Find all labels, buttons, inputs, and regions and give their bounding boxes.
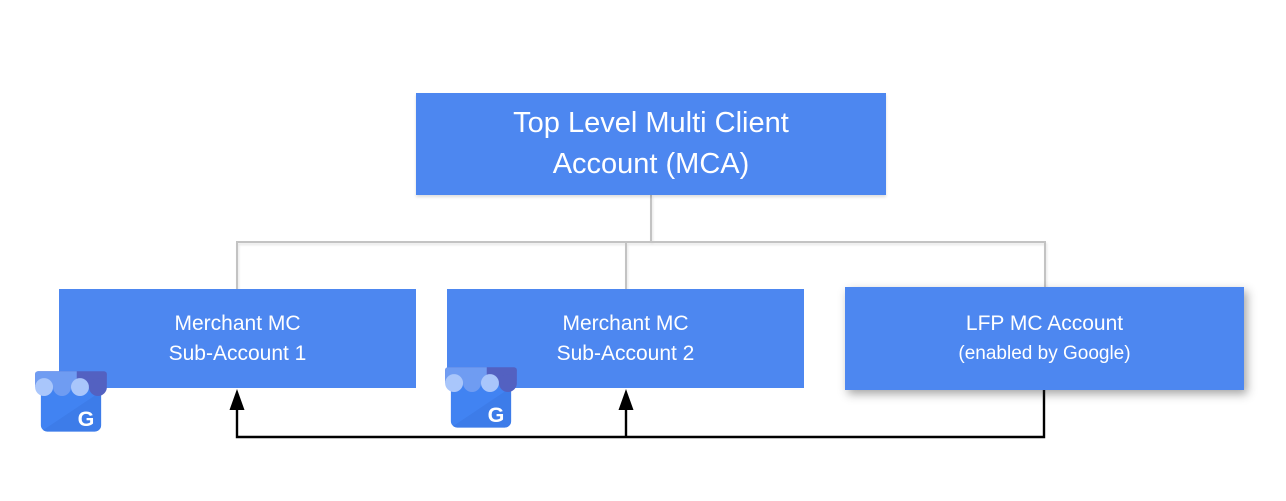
node-label-line: LFP MC Account <box>965 311 1124 335</box>
node-label-line: Merchant MC <box>562 311 689 335</box>
arrowhead-to-child-2 <box>618 389 634 410</box>
node-label-line: Sub-Account 2 <box>556 341 695 365</box>
google-g-letter: G <box>78 407 95 431</box>
lfp-feed-arrows <box>229 389 1046 439</box>
node-label-line: Sub-Account 1 <box>168 341 307 365</box>
node-merchant-sub-account-1: Merchant MC Sub-Account 1 <box>59 289 416 388</box>
node-label-line: Merchant MC <box>174 311 301 335</box>
arrowhead-to-child-1 <box>229 389 245 410</box>
node-label-line: Account (MCA) <box>552 148 750 180</box>
google-g-letter: G <box>488 403 505 427</box>
google-business-icon: G <box>35 371 107 432</box>
node-top-level-mca: Top Level Multi Client Account (MCA) <box>416 93 886 195</box>
feed-line-main <box>235 390 1046 439</box>
google-business-icon: G <box>445 367 517 428</box>
node-label-line: Top Level Multi Client <box>513 107 789 139</box>
node-lfp-mc-account: LFP MC Account (enabled by Google) <box>845 287 1244 390</box>
tree-connectors <box>236 195 1046 290</box>
node-label-line: (enabled by Google) <box>958 342 1131 364</box>
